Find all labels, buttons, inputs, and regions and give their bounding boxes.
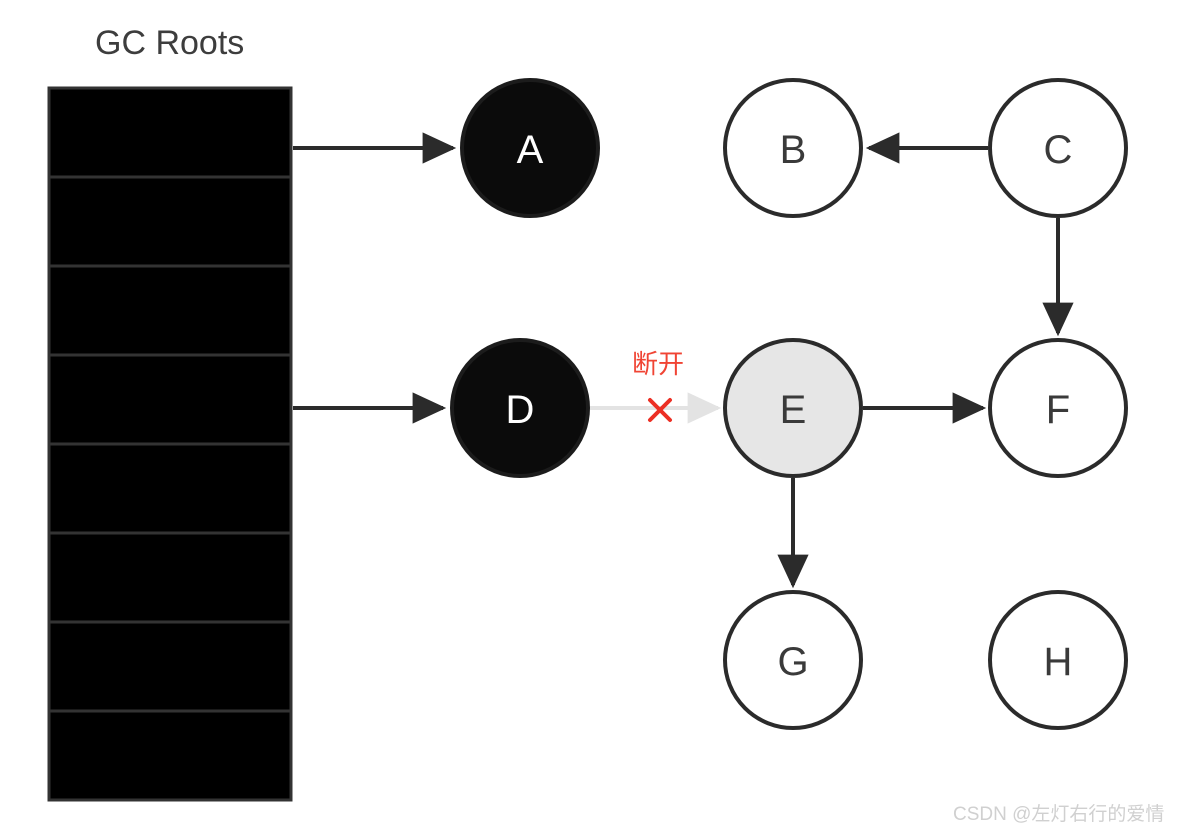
node-a[interactable]: A — [460, 78, 600, 218]
node-d-label: D — [506, 388, 535, 432]
watermark: CSDN @左灯右行的爱情 — [953, 803, 1164, 825]
node-d[interactable]: D — [450, 338, 590, 478]
node-g-circle[interactable] — [723, 590, 863, 730]
node-a-circle[interactable] — [460, 78, 600, 218]
node-d-circle[interactable] — [450, 338, 590, 478]
node-h-circle[interactable] — [988, 590, 1128, 730]
page-title: GC Roots — [95, 24, 244, 62]
gc-roots-stack — [47, 86, 293, 802]
node-f-label: F — [1046, 388, 1070, 432]
node-c[interactable]: C — [988, 78, 1128, 218]
node-c-label: C — [1044, 128, 1073, 172]
stack-slot[interactable] — [47, 531, 293, 624]
node-h[interactable]: H — [988, 590, 1128, 730]
stack-slot[interactable] — [47, 709, 293, 802]
node-c-circle[interactable] — [988, 78, 1128, 218]
node-b-label: B — [780, 128, 807, 172]
node-g[interactable]: G — [723, 590, 863, 730]
stack-slot[interactable] — [47, 620, 293, 713]
stack-slot[interactable] — [47, 264, 293, 357]
node-b-circle[interactable] — [723, 78, 863, 218]
node-f[interactable]: F — [988, 338, 1128, 478]
node-h-label: H — [1044, 640, 1073, 684]
node-e-circle[interactable] — [723, 338, 863, 478]
node-g-label: G — [777, 640, 808, 684]
stack-slot[interactable] — [47, 86, 293, 179]
broken-link-cross-icon — [648, 398, 672, 422]
node-a-label: A — [517, 128, 544, 172]
node-e[interactable]: E — [723, 338, 863, 478]
node-e-label: E — [780, 388, 807, 432]
node-b[interactable]: B — [723, 78, 863, 218]
node-f-circle[interactable] — [988, 338, 1128, 478]
stack-slot[interactable] — [47, 353, 293, 446]
edge-layer: 断开 — [293, 132, 1074, 589]
node-layer: A B C D E F — [450, 78, 1128, 730]
break-label: 断开 — [632, 349, 684, 379]
stack-slot[interactable] — [47, 175, 293, 268]
stack-slot[interactable] — [47, 442, 293, 535]
